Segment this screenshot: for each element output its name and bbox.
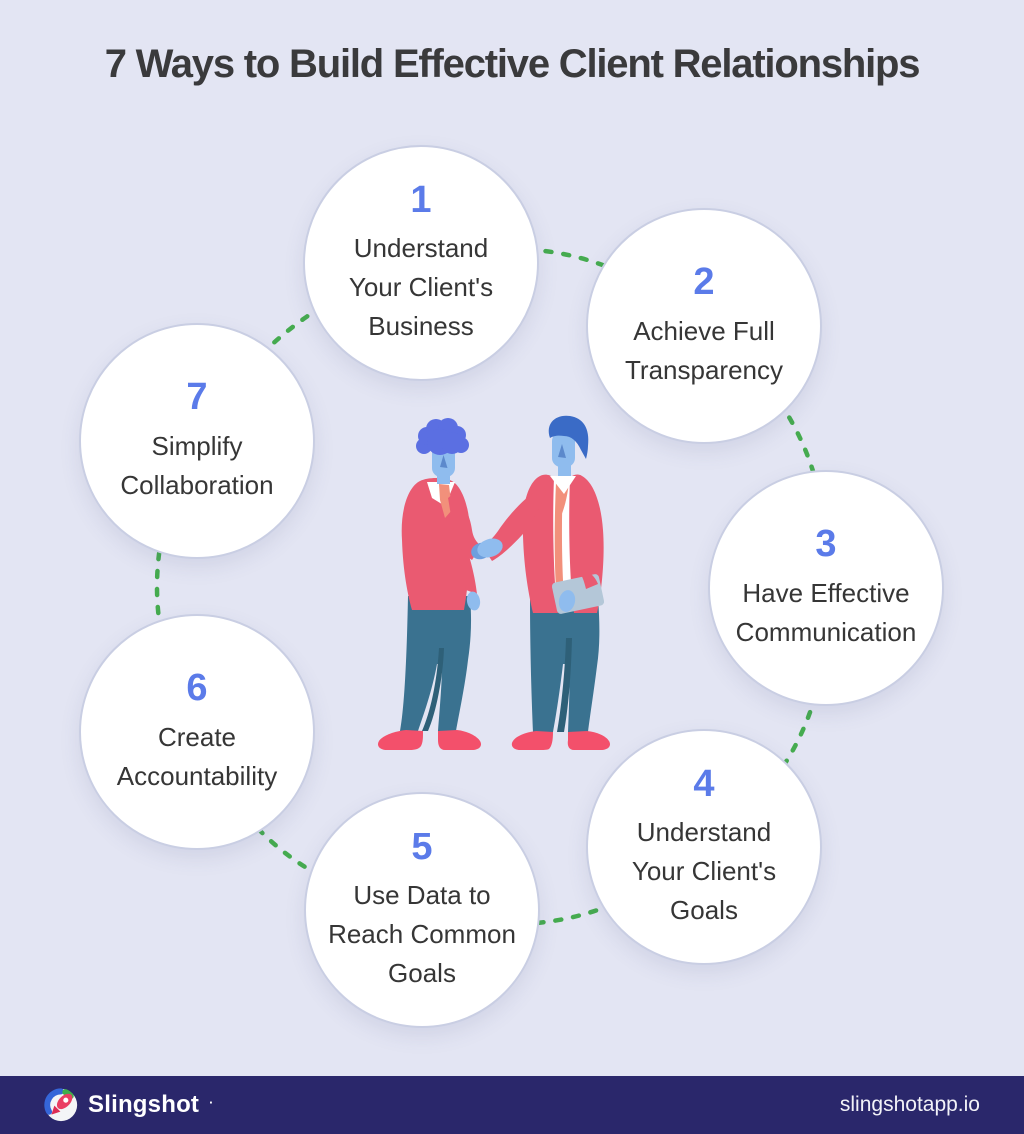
step-number: 7 — [186, 376, 208, 419]
step-label: Understand Your Client's Goals — [631, 817, 777, 926]
swoosh-hair — [548, 415, 589, 459]
brand-name: Slingshot — [88, 1091, 200, 1118]
curly-hair — [416, 418, 469, 455]
handshake-illustration — [377, 415, 611, 750]
step-label: Simplify Collaboration — [120, 430, 274, 500]
right-person — [471, 415, 611, 750]
left-person — [377, 418, 482, 750]
brand-trademark-dot: · — [209, 1094, 214, 1110]
step-number: 1 — [410, 178, 432, 221]
step-number: 2 — [693, 261, 715, 304]
step-label: Create Accountability — [116, 721, 278, 791]
step-circle-5: 5 Use Data to Reach Common Goals — [304, 792, 540, 1028]
step-circle-4: 4 Understand Your Client's Goals — [586, 729, 822, 965]
step-number: 3 — [815, 523, 837, 566]
step-circle-6: 6 Create Accountability — [79, 614, 315, 850]
step-circle-2: 2 Achieve Full Transparency — [586, 208, 822, 444]
footer-bar: Slingshot · slingshotapp.io — [0, 1076, 1024, 1134]
step-number: 6 — [186, 667, 208, 710]
step-label: Understand Your Client's Business — [348, 233, 494, 342]
step-label: Achieve Full Transparency — [625, 315, 783, 385]
brand-lockup: Slingshot · — [44, 1088, 213, 1122]
step-circle-7: 7 Simplify Collaboration — [79, 323, 315, 559]
step-number: 5 — [411, 825, 433, 868]
step-circle-1: 1 Understand Your Client's Business — [303, 145, 539, 381]
step-circle-3: 3 Have Effective Communication — [708, 470, 944, 706]
footer-website: slingshotapp.io — [839, 1093, 980, 1116]
slingshot-rocket-logo-icon — [44, 1088, 78, 1122]
page-title: 7 Ways to Build Effective Client Relatio… — [104, 42, 921, 86]
step-label: Have Effective Communication — [735, 577, 917, 647]
step-label: Use Data to Reach Common Goals — [328, 880, 516, 989]
step-number: 4 — [693, 762, 715, 805]
